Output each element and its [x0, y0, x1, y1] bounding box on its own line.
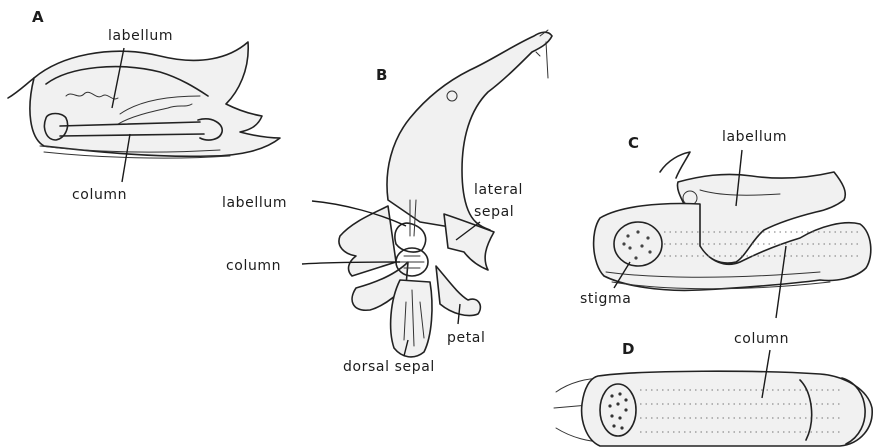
panel-a-flower-drawing	[8, 42, 280, 158]
panel-a-column-label: column	[72, 187, 127, 203]
panel-b-lateral-label-line1: lateral	[474, 182, 523, 198]
panel-b-lateral-label-line2: sepal	[474, 204, 514, 220]
panel-c-letter: C	[628, 134, 639, 152]
panel-a-labellum-label: labellum	[108, 28, 173, 44]
panel-c-labellum-label: labellum	[722, 129, 787, 145]
panel-a-letter: A	[32, 8, 44, 26]
panel-b-petal-label: petal	[447, 330, 485, 346]
panel-b-column-label: column	[226, 258, 281, 274]
panel-b: B labellum lateral sepal column	[222, 30, 552, 375]
panel-a: A labellum column	[8, 8, 280, 203]
panel-c: C labellum stigma column	[580, 129, 871, 347]
panel-b-dorsal-sepal-label: dorsal sepal	[343, 359, 435, 375]
panel-d: D	[554, 340, 872, 446]
panel-d-letter: D	[622, 340, 634, 358]
panel-d-column-drawing	[554, 371, 872, 446]
panel-c-column-label: column	[734, 331, 789, 347]
panel-c-flower-drawing	[594, 152, 871, 290]
panel-b-letter: B	[376, 66, 387, 84]
panel-b-labellum-label: labellum	[222, 195, 287, 211]
panel-c-stigma-label: stigma	[580, 291, 631, 307]
